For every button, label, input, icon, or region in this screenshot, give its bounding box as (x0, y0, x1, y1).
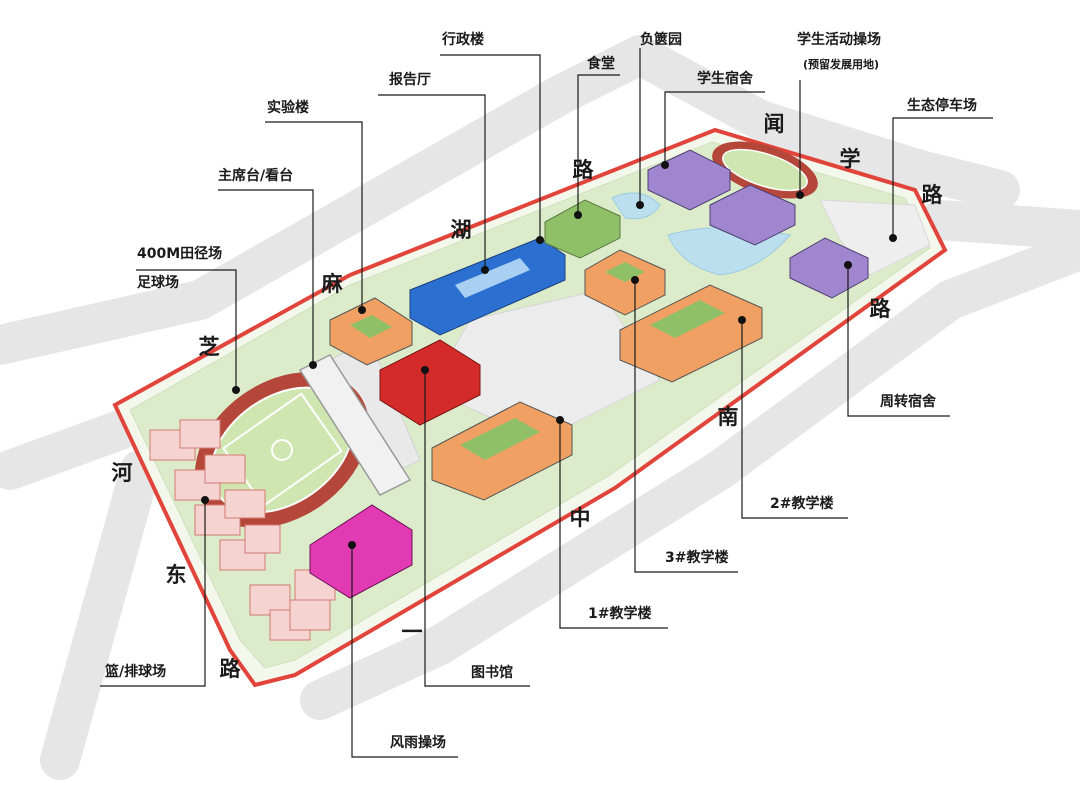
road-hedong-char-2: 东 (165, 563, 187, 587)
leader-grandstand (218, 189, 314, 365)
road-zhima-char-3: 湖 (450, 218, 472, 242)
leader-track (136, 269, 237, 390)
activity-field-drawing (712, 141, 818, 199)
road-nanzhong-char-3: 一 (401, 620, 423, 644)
leader-turnover (847, 265, 950, 417)
canteen-building (544, 199, 621, 259)
label-canteen: 食堂 (587, 56, 615, 72)
leader-lab (265, 121, 363, 310)
leader-teaching1 (559, 420, 668, 629)
leader-basketball (100, 500, 206, 687)
road-zhima-char-2: 麻 (321, 272, 343, 296)
label-track: 400M田径场 (137, 246, 223, 262)
teaching-building-2 (619, 284, 763, 383)
teaching-building-1 (431, 401, 573, 501)
road-east-char: 路 (869, 297, 891, 321)
label-teaching-building-2: 2#教学楼 (770, 496, 834, 512)
road-hedong-char-1: 河 (111, 461, 133, 485)
leader-auditorium (378, 94, 486, 270)
label-football-field: 足球场 (137, 275, 179, 291)
garden-pond (611, 192, 661, 220)
leader-rain-court (351, 545, 458, 758)
label-teaching-building-1: 1#教学楼 (588, 606, 652, 622)
road-wenxue-char-3: 路 (921, 183, 943, 207)
leader-library (424, 370, 530, 687)
grandstand-structure (298, 354, 412, 496)
label-grandstand: 主席台/看台 (218, 168, 294, 184)
label-admin-building: 行政楼 (442, 32, 484, 48)
leader-dorm (664, 91, 765, 165)
leader-teaching3 (634, 280, 738, 573)
leader-teaching2 (741, 320, 848, 519)
road-nanzhong-char-2: 中 (569, 506, 591, 530)
rain-court-building (309, 504, 413, 599)
label-rain-court: 风雨操场 (390, 735, 446, 751)
label-garden: 负篋园 (640, 32, 682, 48)
road-nanzhong-char-1: 南 (717, 405, 739, 429)
label-activity-field: 学生活动操场 (797, 32, 881, 48)
road-hedong-char-3: 路 (219, 657, 241, 681)
label-basketball-courts: 篮/排球场 (105, 664, 167, 680)
leader-canteen (577, 74, 620, 215)
road-wenxue-char-1: 闻 (763, 112, 785, 136)
road-zhima-char-1: 芝 (198, 335, 220, 359)
label-teaching-building-3: 3#教学楼 (665, 550, 729, 566)
library-building (379, 339, 481, 426)
label-eco-parking: 生态停车场 (907, 98, 977, 114)
label-turnover-dorm: 周转宿舍 (880, 394, 936, 410)
road-wenxue-char-2: 学 (839, 147, 861, 171)
label-student-dorm: 学生宿舍 (697, 71, 753, 87)
leader-admin (440, 54, 541, 240)
lab-building (329, 297, 413, 366)
label-library: 图书馆 (471, 665, 513, 681)
road-zhima-char-4: 路 (572, 158, 594, 182)
label-lab-building: 实验楼 (267, 100, 309, 116)
leader-parking (892, 117, 993, 238)
label-auditorium: 报告厅 (389, 72, 431, 88)
east-parking (819, 199, 931, 276)
label-activity-field-note: (预留发展用地) (803, 58, 880, 71)
court-grid (149, 419, 336, 641)
